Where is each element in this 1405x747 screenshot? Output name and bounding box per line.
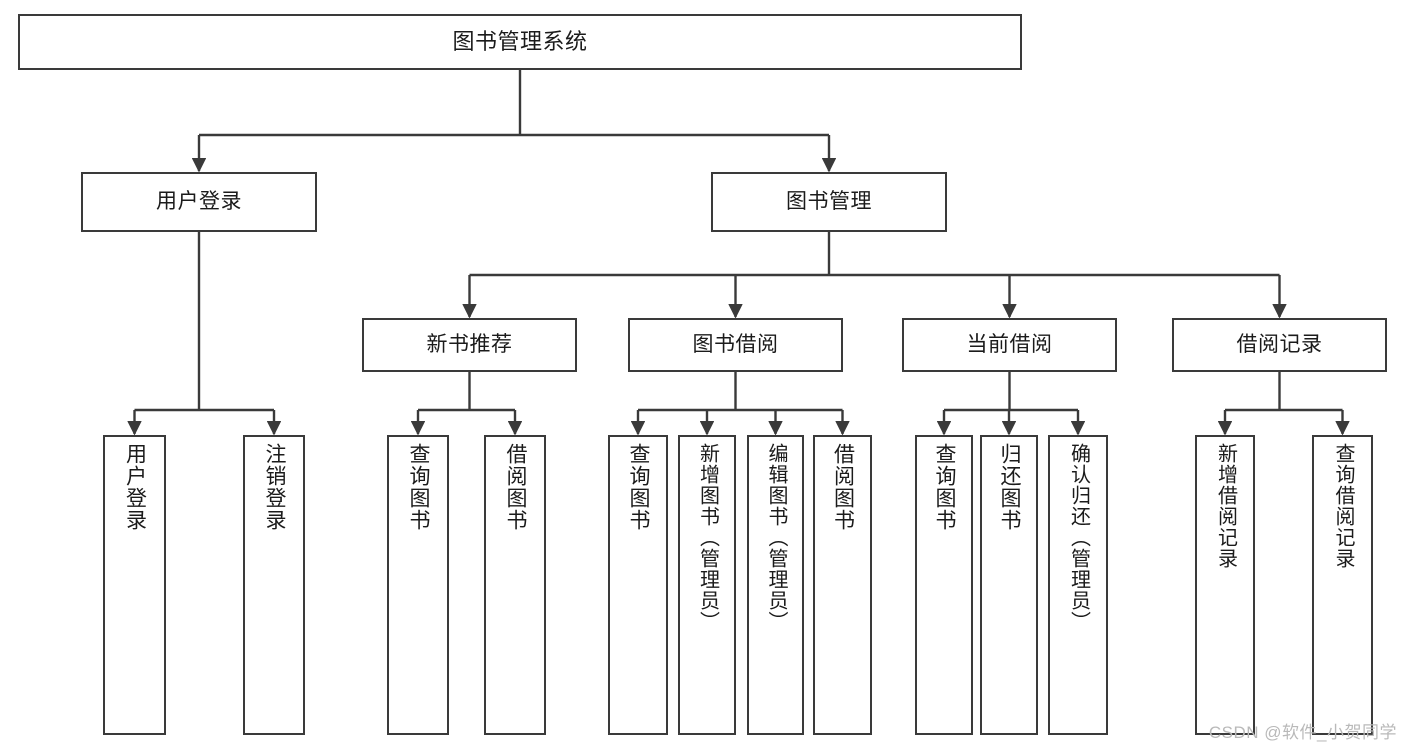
node-label: 归还图书 bbox=[998, 443, 1022, 531]
node-root[interactable]: 图书管理系统 bbox=[18, 14, 1022, 70]
node-label: 确认归还（管理员） bbox=[1067, 443, 1090, 632]
node-label: 查询借阅记录 bbox=[1332, 443, 1354, 569]
node-label: 查询图书 bbox=[407, 443, 431, 531]
node-leaf-logout[interactable]: 注销登录 bbox=[243, 435, 305, 735]
node-label: 新增图书（管理员） bbox=[696, 443, 719, 632]
node-label: 编辑图书（管理员） bbox=[765, 443, 787, 632]
node-leaf-rec-query[interactable]: 查询图书 bbox=[387, 435, 449, 735]
node-leaf-br-add[interactable]: 新增借阅记录 bbox=[1195, 435, 1255, 735]
node-leaf-user-login[interactable]: 用户登录 bbox=[103, 435, 166, 735]
node-label: 图书管理系统 bbox=[452, 28, 588, 54]
node-label: 用户登录 bbox=[156, 190, 242, 214]
node-label: 新增借阅记录 bbox=[1214, 443, 1237, 569]
node-book-borrow[interactable]: 图书借阅 bbox=[628, 318, 843, 372]
node-label: 注销登录 bbox=[263, 443, 287, 531]
node-label: 新书推荐 bbox=[426, 333, 513, 357]
node-label: 借阅图书 bbox=[504, 443, 528, 531]
node-current-borrow[interactable]: 当前借阅 bbox=[902, 318, 1117, 372]
node-user-login[interactable]: 用户登录 bbox=[81, 172, 317, 232]
node-label: 借阅记录 bbox=[1236, 333, 1323, 357]
node-leaf-bb-query[interactable]: 查询图书 bbox=[608, 435, 668, 735]
node-leaf-cb-return[interactable]: 归还图书 bbox=[980, 435, 1038, 735]
node-label: 图书借阅 bbox=[692, 333, 779, 357]
node-book-manage[interactable]: 图书管理 bbox=[711, 172, 947, 232]
node-leaf-bb-edit[interactable]: 编辑图书（管理员） bbox=[747, 435, 804, 735]
node-label: 查询图书 bbox=[933, 443, 957, 531]
node-label: 图书管理 bbox=[786, 190, 872, 214]
node-leaf-br-query[interactable]: 查询借阅记录 bbox=[1312, 435, 1373, 735]
node-leaf-bb-add[interactable]: 新增图书（管理员） bbox=[678, 435, 736, 735]
watermark: CSDN @软件_小贺同学 bbox=[1208, 723, 1397, 742]
node-leaf-rec-borrow[interactable]: 借阅图书 bbox=[484, 435, 546, 735]
node-borrow-record[interactable]: 借阅记录 bbox=[1172, 318, 1387, 372]
node-label: 用户登录 bbox=[123, 443, 147, 531]
node-label: 借阅图书 bbox=[831, 443, 855, 531]
node-new-book-rec[interactable]: 新书推荐 bbox=[362, 318, 577, 372]
node-leaf-cb-confirm[interactable]: 确认归还（管理员） bbox=[1048, 435, 1108, 735]
node-label: 查询图书 bbox=[627, 443, 651, 531]
node-label: 当前借阅 bbox=[966, 333, 1053, 357]
node-leaf-cb-query[interactable]: 查询图书 bbox=[915, 435, 973, 735]
node-leaf-bb-borrow[interactable]: 借阅图书 bbox=[813, 435, 872, 735]
